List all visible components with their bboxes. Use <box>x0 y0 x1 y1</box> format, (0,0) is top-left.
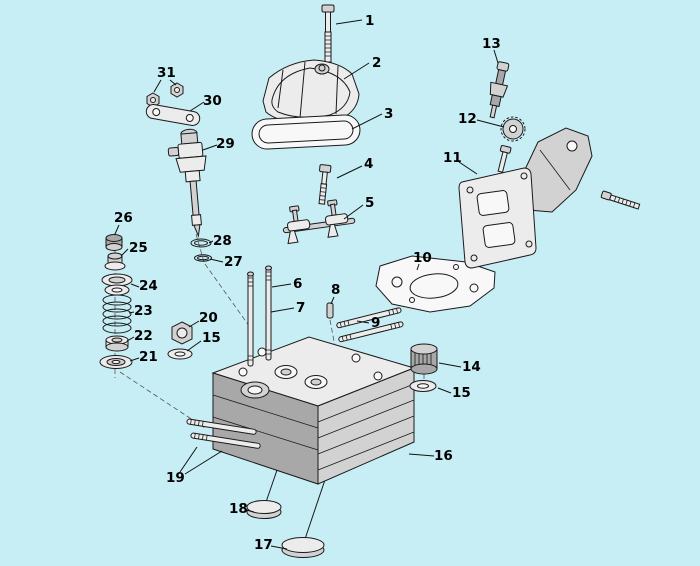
part-glow-plug-13 <box>489 61 510 119</box>
callout-1: 1 <box>365 13 374 29</box>
callout-6: 6 <box>293 276 302 292</box>
callout-22: 22 <box>134 328 153 344</box>
callout-5: 5 <box>365 195 374 211</box>
callout-27: 27 <box>224 254 243 270</box>
part-bushing-14 <box>410 343 438 375</box>
part-head-gasket-10 <box>375 255 496 313</box>
part-cylinder-head-16 <box>211 336 416 485</box>
part-nut-20 <box>171 321 193 345</box>
callout-10: 10 <box>413 250 432 266</box>
callout-20: 20 <box>199 310 218 326</box>
callout-24: 24 <box>139 278 158 294</box>
part-clamp-30 <box>145 104 201 126</box>
callout-21: 21 <box>139 349 158 365</box>
part-valve-18 <box>246 437 289 519</box>
part-gear-12 <box>500 116 526 142</box>
part-valve-spring-23 <box>102 294 132 334</box>
part-spring-retainer-22 <box>105 335 129 352</box>
part-manifold-11 <box>458 127 641 269</box>
part-oring-27 <box>194 254 212 262</box>
part-oring-28 <box>190 238 212 248</box>
callout-28: 28 <box>213 233 232 249</box>
callout-17: 17 <box>254 537 273 553</box>
callout-26: 26 <box>114 210 133 226</box>
callout-29: 29 <box>216 136 235 152</box>
part-rocker-assembly-5 <box>282 199 356 245</box>
part-valve-cover-2 <box>262 59 360 126</box>
part-washer-15b <box>409 380 437 392</box>
callout-9: 9 <box>371 315 380 331</box>
part-valve-seal-25 <box>104 252 126 271</box>
part-studs-6-7 <box>247 265 272 367</box>
callout-labels: 1 2 3 4 5 6 7 8 9 10 11 12 13 14 15 15 1… <box>114 13 501 553</box>
part-spring-seat-24 <box>101 273 133 296</box>
callout-11: 11 <box>443 150 462 166</box>
part-pin-8 <box>326 302 334 319</box>
part-washer-21 <box>99 355 133 369</box>
callout-30: 30 <box>203 93 222 109</box>
part-studs-19 <box>186 418 261 449</box>
callout-25: 25 <box>129 240 148 256</box>
part-cap-26 <box>105 234 123 251</box>
part-cover-gasket-3 <box>251 114 361 150</box>
part-injector-29 <box>167 128 207 238</box>
callout-15a: 15 <box>202 330 221 346</box>
callout-16: 16 <box>434 448 453 464</box>
callout-23: 23 <box>134 303 153 319</box>
callout-4: 4 <box>364 156 373 172</box>
callout-18: 18 <box>229 501 248 517</box>
part-bolt-4 <box>318 164 332 205</box>
callout-2: 2 <box>372 55 381 71</box>
part-nuts-31 <box>146 82 184 108</box>
part-washer-15a <box>167 348 193 360</box>
callout-19: 19 <box>166 470 185 486</box>
callout-14: 14 <box>462 359 481 375</box>
callout-7: 7 <box>296 300 305 316</box>
callout-31: 31 <box>157 65 176 81</box>
callout-3: 3 <box>384 106 393 122</box>
part-studs-9 <box>336 307 404 343</box>
part-bolt-1 <box>321 4 335 63</box>
callout-12: 12 <box>458 111 477 127</box>
callout-15b: 15 <box>452 385 471 401</box>
callout-8: 8 <box>331 282 340 298</box>
leader-lines <box>114 19 505 550</box>
callout-13: 13 <box>482 36 501 52</box>
